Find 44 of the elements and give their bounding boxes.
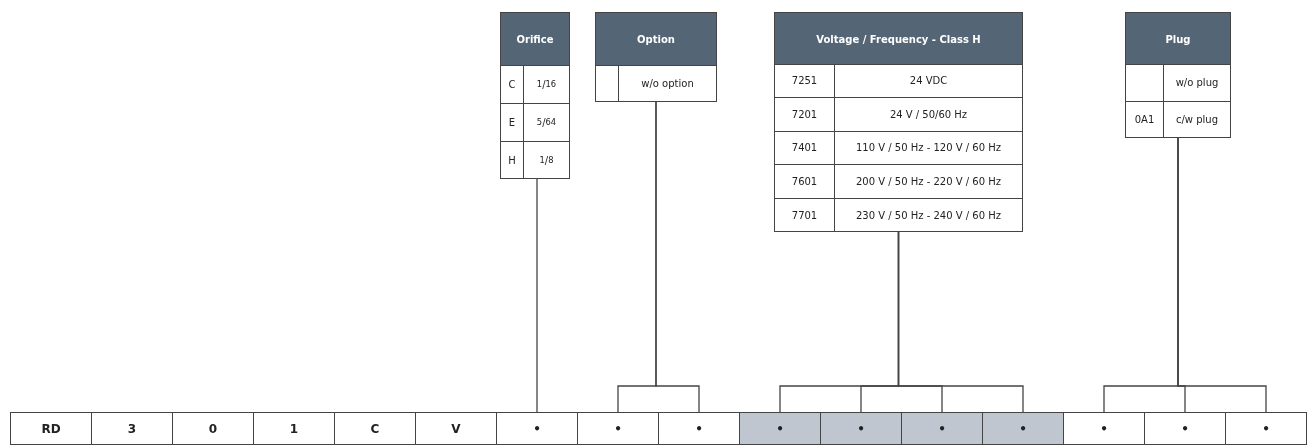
table-cell: 0A1 <box>1126 101 1164 138</box>
table-cell: E <box>501 103 524 141</box>
table-header: Plug <box>1126 13 1230 65</box>
table-cell: 7401 <box>775 131 835 165</box>
code-cell: • <box>739 412 821 445</box>
table-cell-text: c/w plug <box>1174 113 1219 127</box>
code-cell: RD <box>10 412 92 445</box>
option-table <box>500 12 570 179</box>
table-cell: 7601 <box>775 165 835 198</box>
table-cell-text: 200 V / 50 Hz - 220 V / 60 Hz <box>855 175 1002 190</box>
connector-line <box>1177 137 1267 413</box>
table-header: Option <box>596 13 716 66</box>
connector-line <box>536 178 538 413</box>
option-table <box>595 12 717 102</box>
code-cell: V <box>415 412 497 445</box>
code-cell: C <box>334 412 416 445</box>
code-cell: • <box>1063 412 1145 445</box>
code-cell: 3 <box>91 412 173 445</box>
code-cell: • <box>901 412 983 445</box>
option-table <box>1125 12 1231 138</box>
code-cell: • <box>1144 412 1226 445</box>
code-cell: • <box>820 412 902 445</box>
table-cell-text: 24 VDC <box>908 74 949 89</box>
table-cell: H <box>501 141 524 179</box>
table-cell: C <box>501 65 524 103</box>
table-cell-text: w/o plug <box>1174 76 1220 90</box>
table-cell: 7201 <box>775 98 835 131</box>
code-cell: • <box>1225 412 1307 445</box>
option-table <box>774 12 1023 232</box>
code-cell: • <box>982 412 1064 445</box>
code-cell: 0 <box>172 412 254 445</box>
code-cell: • <box>496 412 578 445</box>
code-cell: 1 <box>253 412 335 445</box>
table-cell: 7701 <box>775 198 835 232</box>
table-header: Orifice <box>501 13 569 66</box>
table-cell-text: 230 V / 50 Hz - 240 V / 60 Hz <box>855 208 1002 223</box>
code-cell: • <box>577 412 659 445</box>
table-cell-text: w/o option <box>640 77 695 91</box>
connector-line <box>655 101 700 413</box>
connector-line <box>897 231 1024 413</box>
table-header: Voltage / Frequency - Class H <box>775 13 1022 65</box>
table-cell-text: 110 V / 50 Hz - 120 V / 60 Hz <box>855 141 1002 156</box>
table-cell: 7251 <box>775 64 835 98</box>
table-cell-text: 24 V / 50/60 Hz <box>888 107 969 122</box>
